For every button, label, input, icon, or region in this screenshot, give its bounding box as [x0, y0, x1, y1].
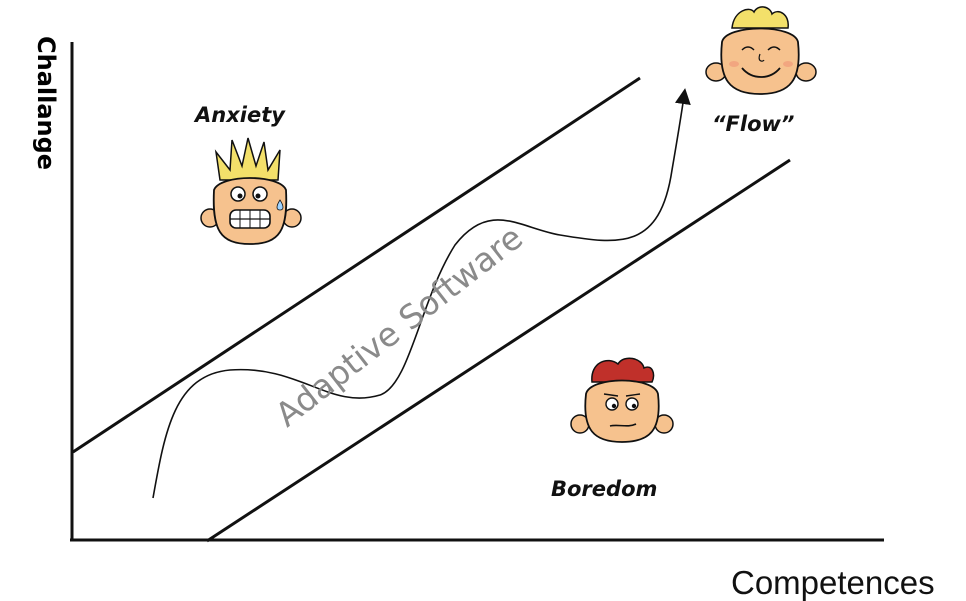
- bored-face-icon: [570, 357, 674, 443]
- flow-label: “Flow”: [712, 112, 794, 136]
- happy-face-icon: [705, 6, 817, 95]
- boredom-label: Boredom: [551, 477, 657, 501]
- lower-channel-line: [206, 158, 791, 543]
- anxious-face-icon: [200, 137, 302, 245]
- x-axis-title: Competences: [731, 564, 935, 601]
- adaptive-path-curve: [152, 88, 691, 499]
- channel-label: Adaptive Software: [268, 218, 530, 435]
- upper-channel-line: [72, 76, 641, 454]
- anxiety-label: Anxiety: [193, 103, 286, 127]
- y-axis-title: Challange: [32, 36, 60, 170]
